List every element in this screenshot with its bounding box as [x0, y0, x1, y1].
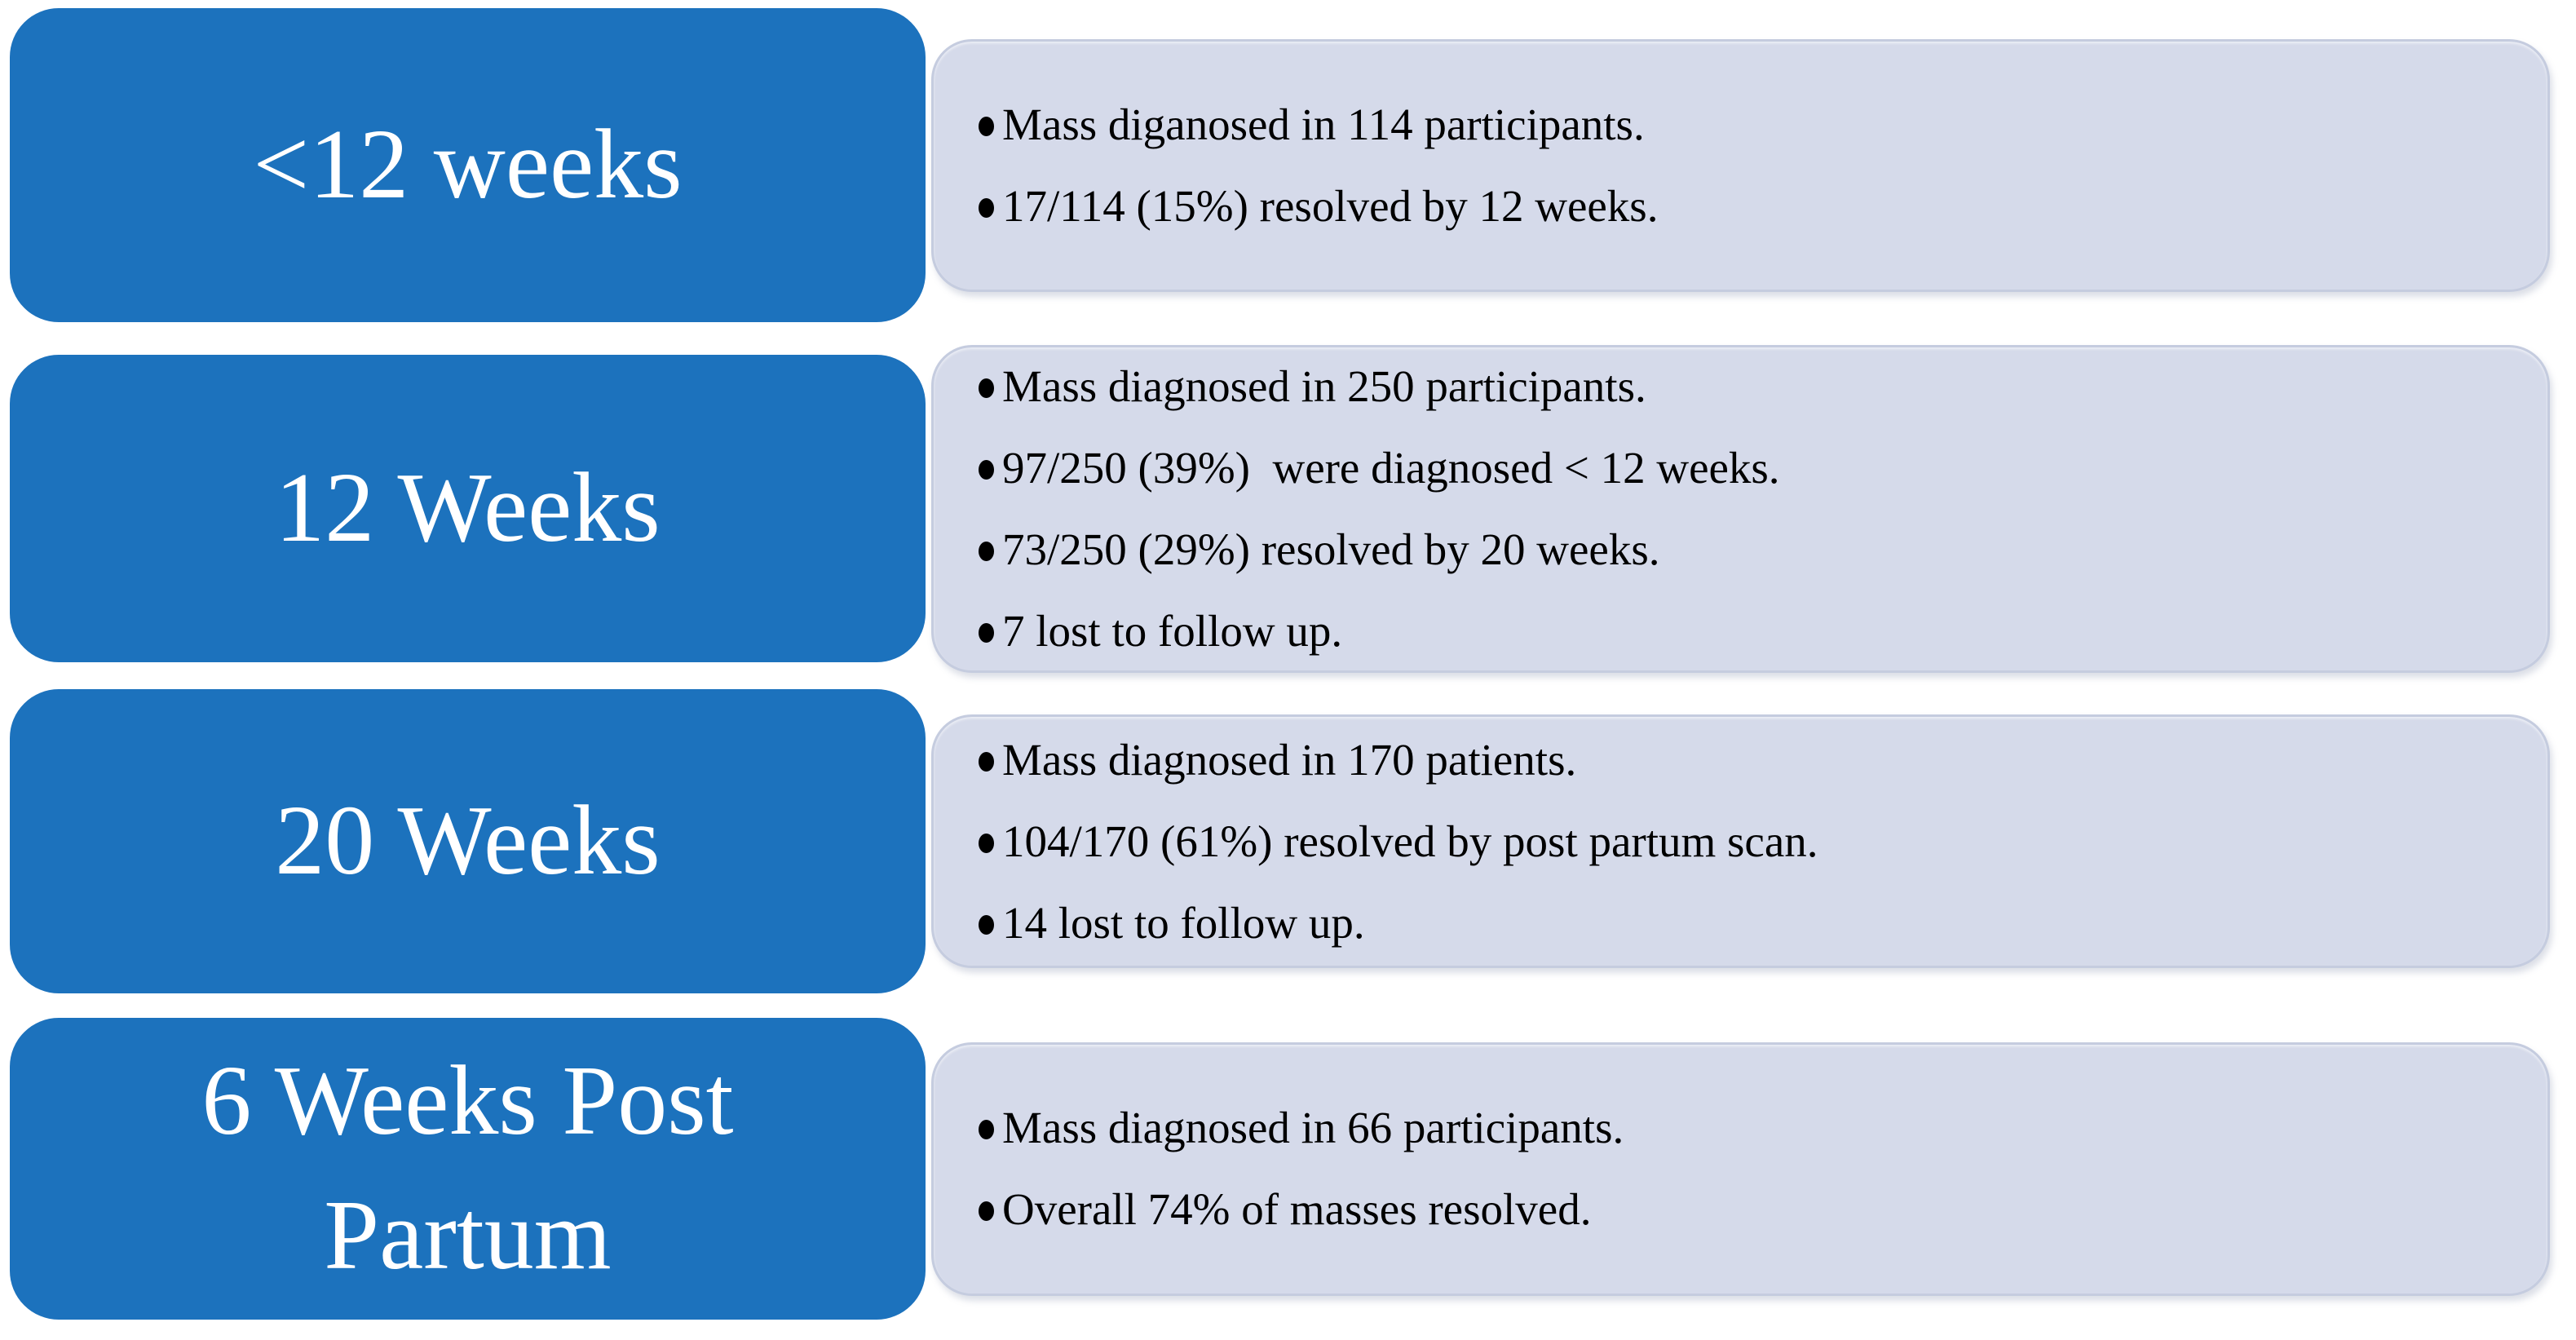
bullet-item: Mass diagnosed in 250 participants.: [979, 346, 2523, 427]
bullet-icon: [979, 1201, 994, 1221]
detail-box-20-weeks: Mass diagnosed in 170 patients. 104/170 …: [931, 714, 2550, 968]
detail-box-6-weeks-post-partum: Mass diagnosed in 66 participants. Overa…: [931, 1041, 2550, 1296]
bullet-text: 17/114 (15%) resolved by 12 weeks.: [1002, 180, 1659, 231]
bullet-text: Mass diagnosed in 170 patients.: [1002, 734, 1577, 785]
bullet-item: Overall 74% of masses resolved.: [979, 1169, 2523, 1250]
stage-label: 20 Weeks: [275, 785, 661, 896]
timeline-row-4: 6 Weeks Post Partum Mass diagnosed in 66…: [10, 1018, 2550, 1320]
timeline-row-3: 20 Weeks Mass diagnosed in 170 patients.…: [10, 689, 2550, 993]
bullet-text: Mass diagnosed in 250 participants.: [1002, 360, 1646, 411]
stage-box-under-12-weeks: <12 weeks: [10, 8, 926, 322]
bullet-item: 97/250 (39%) were diagnosed < 12 weeks.: [979, 427, 2523, 509]
bullet-icon: [979, 751, 994, 772]
timeline-row-1: <12 weeks Mass diganosed in 114 particip…: [10, 8, 2550, 322]
bullet-text: 7 lost to follow up.: [1002, 605, 1343, 656]
bullet-text: 73/250 (29%) resolved by 20 weeks.: [1002, 524, 1660, 574]
bullet-icon: [979, 378, 994, 398]
bullet-text: Overall 74% of masses resolved.: [1002, 1184, 1592, 1234]
bullet-item: 104/170 (61%) resolved by post partum sc…: [979, 801, 2523, 882]
bullet-item: 7 lost to follow up.: [979, 590, 2523, 672]
stage-box-12-weeks: 12 Weeks: [10, 355, 926, 662]
bullet-item: 14 lost to follow up.: [979, 882, 2523, 964]
detail-box-under-12-weeks: Mass diganosed in 114 participants. 17/1…: [931, 38, 2550, 292]
bullet-icon: [979, 197, 994, 218]
bullet-text: 14 lost to follow up.: [1002, 897, 1365, 948]
stage-label: <12 weeks: [253, 109, 683, 220]
bullet-icon: [979, 833, 994, 853]
bullet-item: 73/250 (29%) resolved by 20 weeks.: [979, 509, 2523, 590]
stage-box-20-weeks: 20 Weeks: [10, 689, 926, 993]
stage-box-6-weeks-post-partum: 6 Weeks Post Partum: [10, 1018, 926, 1320]
stage-label: 12 Weeks: [275, 453, 661, 564]
bullet-icon: [979, 1120, 994, 1139]
bullet-icon: [979, 622, 994, 643]
bullet-item: 17/114 (15%) resolved by 12 weeks.: [979, 166, 2523, 247]
detail-box-12-weeks: Mass diagnosed in 250 participants. 97/2…: [931, 344, 2550, 673]
bullet-item: Mass diagnosed in 170 patients.: [979, 719, 2523, 801]
bullet-item: Mass diagnosed in 66 participants.: [979, 1087, 2523, 1169]
bullet-icon: [979, 914, 994, 935]
bullet-text: Mass diganosed in 114 participants.: [1002, 99, 1645, 149]
bullet-text: 104/170 (61%) resolved by post partum sc…: [1002, 816, 1818, 866]
bullet-text: Mass diagnosed in 66 participants.: [1002, 1103, 1624, 1152]
bullet-text: 97/250 (39%) were diagnosed < 12 weeks.: [1002, 442, 1780, 493]
timeline-row-2: 12 Weeks Mass diagnosed in 250 participa…: [10, 344, 2550, 673]
stage-label: 6 Weeks Post Partum: [201, 1046, 759, 1290]
bullet-icon: [979, 459, 994, 480]
timeline-rows: <12 weeks Mass diganosed in 114 particip…: [10, 8, 2550, 1320]
bullet-item: Mass diganosed in 114 participants.: [979, 84, 2523, 166]
bullet-icon: [979, 116, 994, 136]
bullet-icon: [979, 541, 994, 561]
